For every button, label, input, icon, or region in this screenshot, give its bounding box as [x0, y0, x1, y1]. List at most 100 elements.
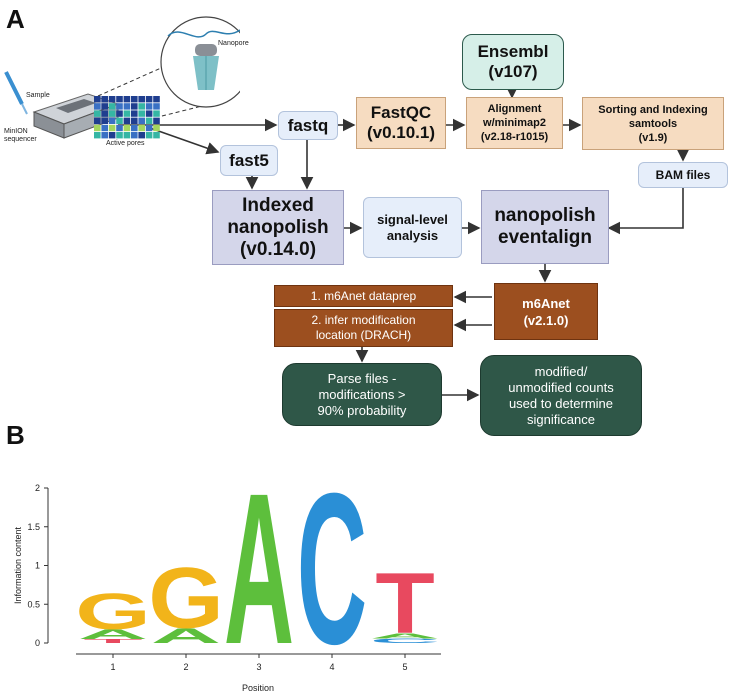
pore-cell: [138, 96, 145, 103]
logo-letter-g-pos1: G: [75, 584, 151, 640]
sequencer-label: MinION sequencer: [4, 128, 37, 143]
signal-analysis-node: signal-level analysis: [363, 197, 462, 258]
x-tick-label: 2: [183, 662, 188, 672]
y-axis-label: Information content: [13, 526, 23, 604]
nanopore-label: Nanopore: [218, 40, 249, 47]
x-tick-label: 4: [329, 662, 334, 672]
pore-cell: [153, 110, 160, 117]
y-tick-label: 0.5: [27, 599, 40, 609]
parse-files-label: Parse files - modifications > 90% probab…: [317, 370, 407, 418]
alignment-label: Alignment w/minimap2 (v2.18-r1015): [480, 103, 549, 143]
alignment-node: Alignment w/minimap2 (v2.18-r1015): [466, 97, 563, 149]
ensembl-node: Ensembl (v107): [462, 34, 564, 90]
pore-cell: [123, 117, 131, 124]
pore-cell: [153, 124, 160, 132]
m6anet-label: m6Anet (v2.1.0): [522, 295, 570, 328]
signal-analysis-label: signal-level analysis: [377, 211, 448, 243]
pore-cell: [145, 96, 153, 103]
pore-cell: [94, 132, 101, 139]
parse-files-node: Parse files - modifications > 90% probab…: [282, 363, 442, 426]
pore-cell: [101, 103, 108, 110]
pore-cell: [108, 132, 116, 139]
pore-cell: [145, 103, 153, 110]
pore-cell: [108, 110, 116, 117]
pores-label: Active pores: [106, 140, 145, 147]
pore-cell: [94, 117, 101, 124]
panel-a-label: A: [6, 4, 25, 34]
pore-cell: [94, 124, 101, 132]
pore-cell: [94, 96, 101, 103]
logo-letter-a-pos5: A: [370, 632, 440, 640]
pore-cell: [123, 103, 131, 110]
pore-cell: [145, 124, 153, 132]
pore-cell: [116, 132, 123, 139]
pore-cell: [138, 124, 145, 132]
infer-modification-node: 2. infer modification location (DRACH): [274, 309, 453, 347]
indexed-nanopolish-node: Indexed nanopolish (v0.14.0): [212, 190, 344, 265]
pore-cell: [101, 132, 108, 139]
pore-cell: [131, 96, 138, 103]
fastq-node: fastq: [278, 111, 338, 140]
pore-cell: [108, 96, 116, 103]
pore-cell: [94, 110, 101, 117]
logo-letter-c-pos5: C: [370, 637, 440, 644]
fastq-label: fastq: [287, 115, 329, 135]
dataprep-node: 1. m6Anet dataprep: [274, 285, 453, 307]
pore-cell: [153, 132, 160, 139]
pore-cell: [138, 103, 145, 110]
pore-cell: [101, 117, 108, 124]
indexed-nanopolish-label: Indexed nanopolish (v0.14.0): [227, 194, 329, 260]
sequencer-illustration: [4, 16, 240, 139]
pore-cell: [153, 103, 160, 110]
x-axis-label: Position: [242, 683, 274, 693]
fast5-label: fast5: [229, 150, 269, 170]
m6anet-node: m6Anet (v2.1.0): [494, 283, 598, 340]
pore-cell: [153, 96, 160, 103]
logo-letter-c-pos4: C: [297, 450, 367, 690]
pore-cell: [153, 117, 160, 124]
counts-label: modified/ unmodified counts used to dete…: [508, 363, 614, 427]
pore-cell: [123, 110, 131, 117]
pore-cell: [116, 96, 123, 103]
x-tick-label: 3: [256, 662, 261, 672]
counts-node: modified/ unmodified counts used to dete…: [480, 355, 642, 436]
pore-cell: [138, 110, 145, 117]
logo-letter-t-pos5: T: [375, 556, 434, 652]
pore-cell: [94, 103, 101, 110]
y-tick-label: 0: [35, 638, 40, 648]
y-tick-label: 1: [35, 561, 40, 571]
pore-cell: [138, 132, 145, 139]
nanopore-circle-icon: [160, 16, 240, 108]
fast5-node: fast5: [220, 145, 278, 176]
eventalign-label: nanopolish eventalign: [494, 205, 596, 248]
logo-letter-a-pos2: A: [151, 623, 221, 647]
pore-cell: [145, 132, 153, 139]
logo-letter-a-pos3: A: [224, 450, 294, 690]
infer-modification-label: 2. infer modification location (DRACH): [311, 313, 416, 342]
logo-letter-a-pos1: A: [78, 626, 148, 642]
pore-cell: [116, 124, 123, 132]
pore-cell: [123, 96, 131, 103]
pore-cell: [123, 132, 131, 139]
active-pores-grid: [94, 96, 160, 139]
x-tick-label: 5: [402, 662, 407, 672]
pore-cell: [116, 103, 123, 110]
logo-letter-t-pos1: T: [83, 638, 142, 644]
pore-cell: [131, 103, 138, 110]
bam-files-node: BAM files: [638, 162, 728, 188]
pore-cell: [101, 110, 108, 117]
pore-cell: [138, 117, 145, 124]
x-tick-label: 1: [110, 662, 115, 672]
eventalign-node: nanopolish eventalign: [481, 190, 609, 264]
panel-b-label: B: [6, 420, 25, 450]
pore-cell: [131, 132, 138, 139]
pore-cell: [101, 124, 108, 132]
sample-label: Sample: [26, 92, 50, 99]
fastqc-label: FastQC (v0.10.1): [366, 103, 436, 142]
ensembl-label: Ensembl (v107): [477, 42, 549, 81]
pore-cell: [123, 124, 131, 132]
sorting-label: Sorting and Indexing samtools (v1.9): [598, 103, 708, 144]
sorting-node: Sorting and Indexing samtools (v1.9): [582, 97, 724, 150]
pore-cell: [131, 117, 138, 124]
